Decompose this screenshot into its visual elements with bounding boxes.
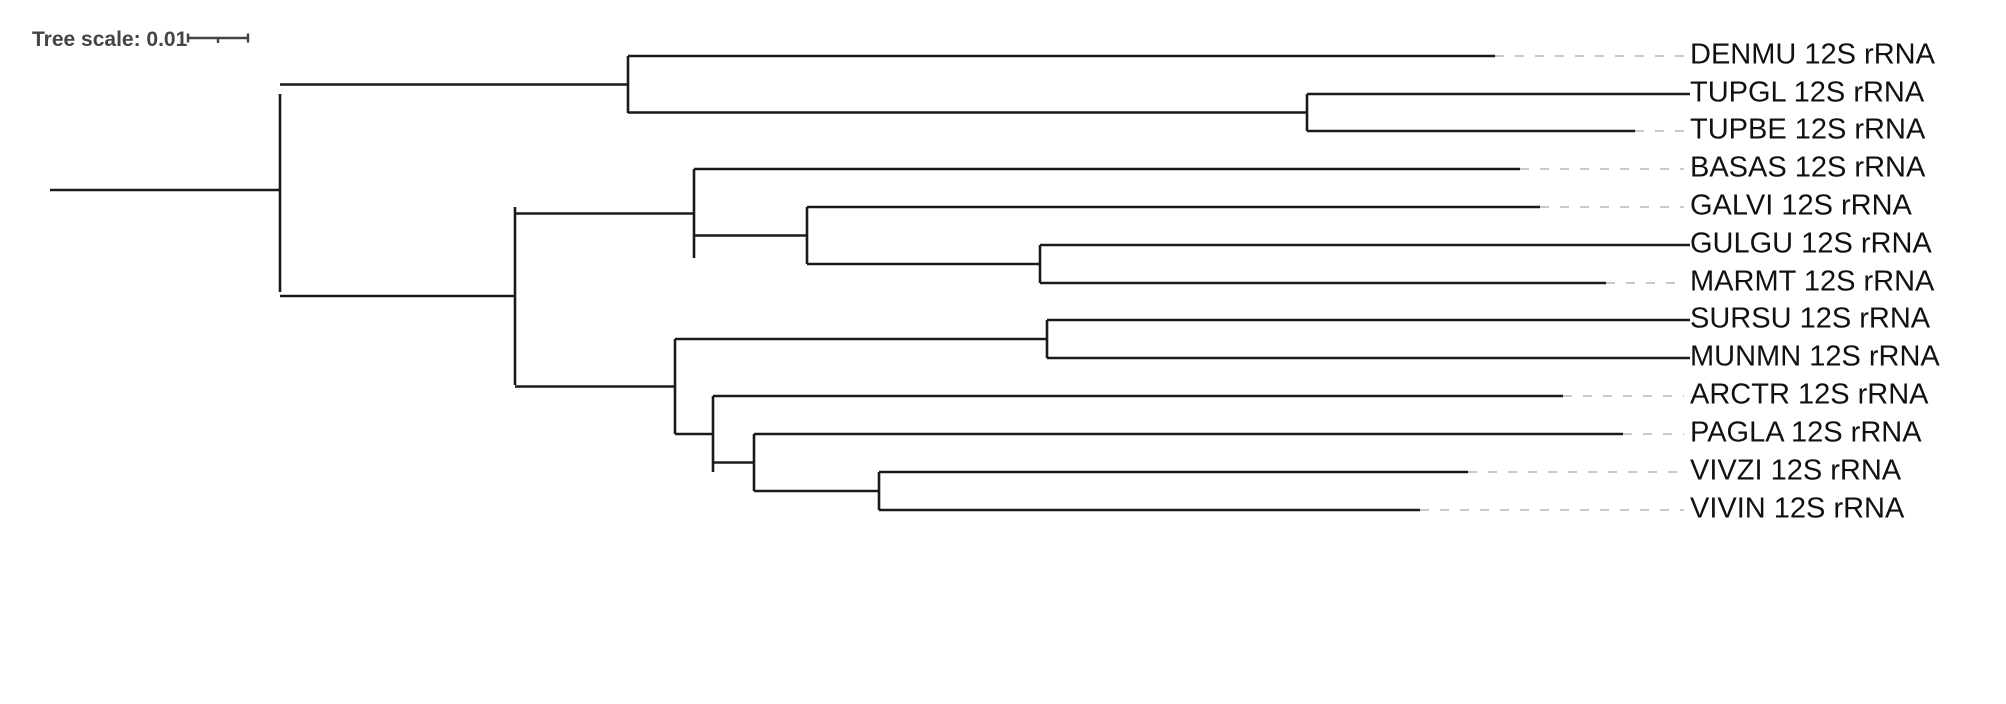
tree-scale-legend: Tree scale: 0.01 <box>32 28 250 51</box>
leaf-label-sursu: SURSU 12S rRNA <box>1690 303 1931 335</box>
leaf-label-tupgl: TUPGL 12S rRNA <box>1690 77 1925 109</box>
tree-scale-label: Tree scale: 0.01 <box>32 28 188 51</box>
leaf-label-gulgu: GULGU 12S rRNA <box>1690 228 1932 260</box>
leaf-label-denmu: DENMU 12S rRNA <box>1690 39 1936 71</box>
leaf-label-munmn: MUNMN 12S rRNA <box>1690 341 1940 373</box>
tree-leader-lines <box>1420 55 1684 511</box>
leaf-label-vivzi: VIVZI 12S rRNA <box>1690 455 1902 487</box>
leaf-label-basas: BASAS 12S rRNA <box>1690 152 1926 184</box>
scale-bar-icon <box>186 33 250 43</box>
tree-leaf-labels: DENMU 12S rRNA TUPGL 12S rRNA TUPBE 12S rR… <box>1690 39 1940 525</box>
leaf-label-pagla: PAGLA 12S rRNA <box>1690 417 1922 449</box>
leaf-label-arctr: ARCTR 12S rRNA <box>1690 379 1929 411</box>
tree-branches <box>50 54 1690 512</box>
leaf-label-galvi: GALVI 12S rRNA <box>1690 190 1913 222</box>
leaf-label-marmt: MARMT 12S rRNA <box>1690 266 1935 298</box>
leaf-label-tupbe: TUPBE 12S rRNA <box>1690 114 1926 146</box>
leaf-label-vivin: VIVIN 12S rRNA <box>1690 493 1905 525</box>
